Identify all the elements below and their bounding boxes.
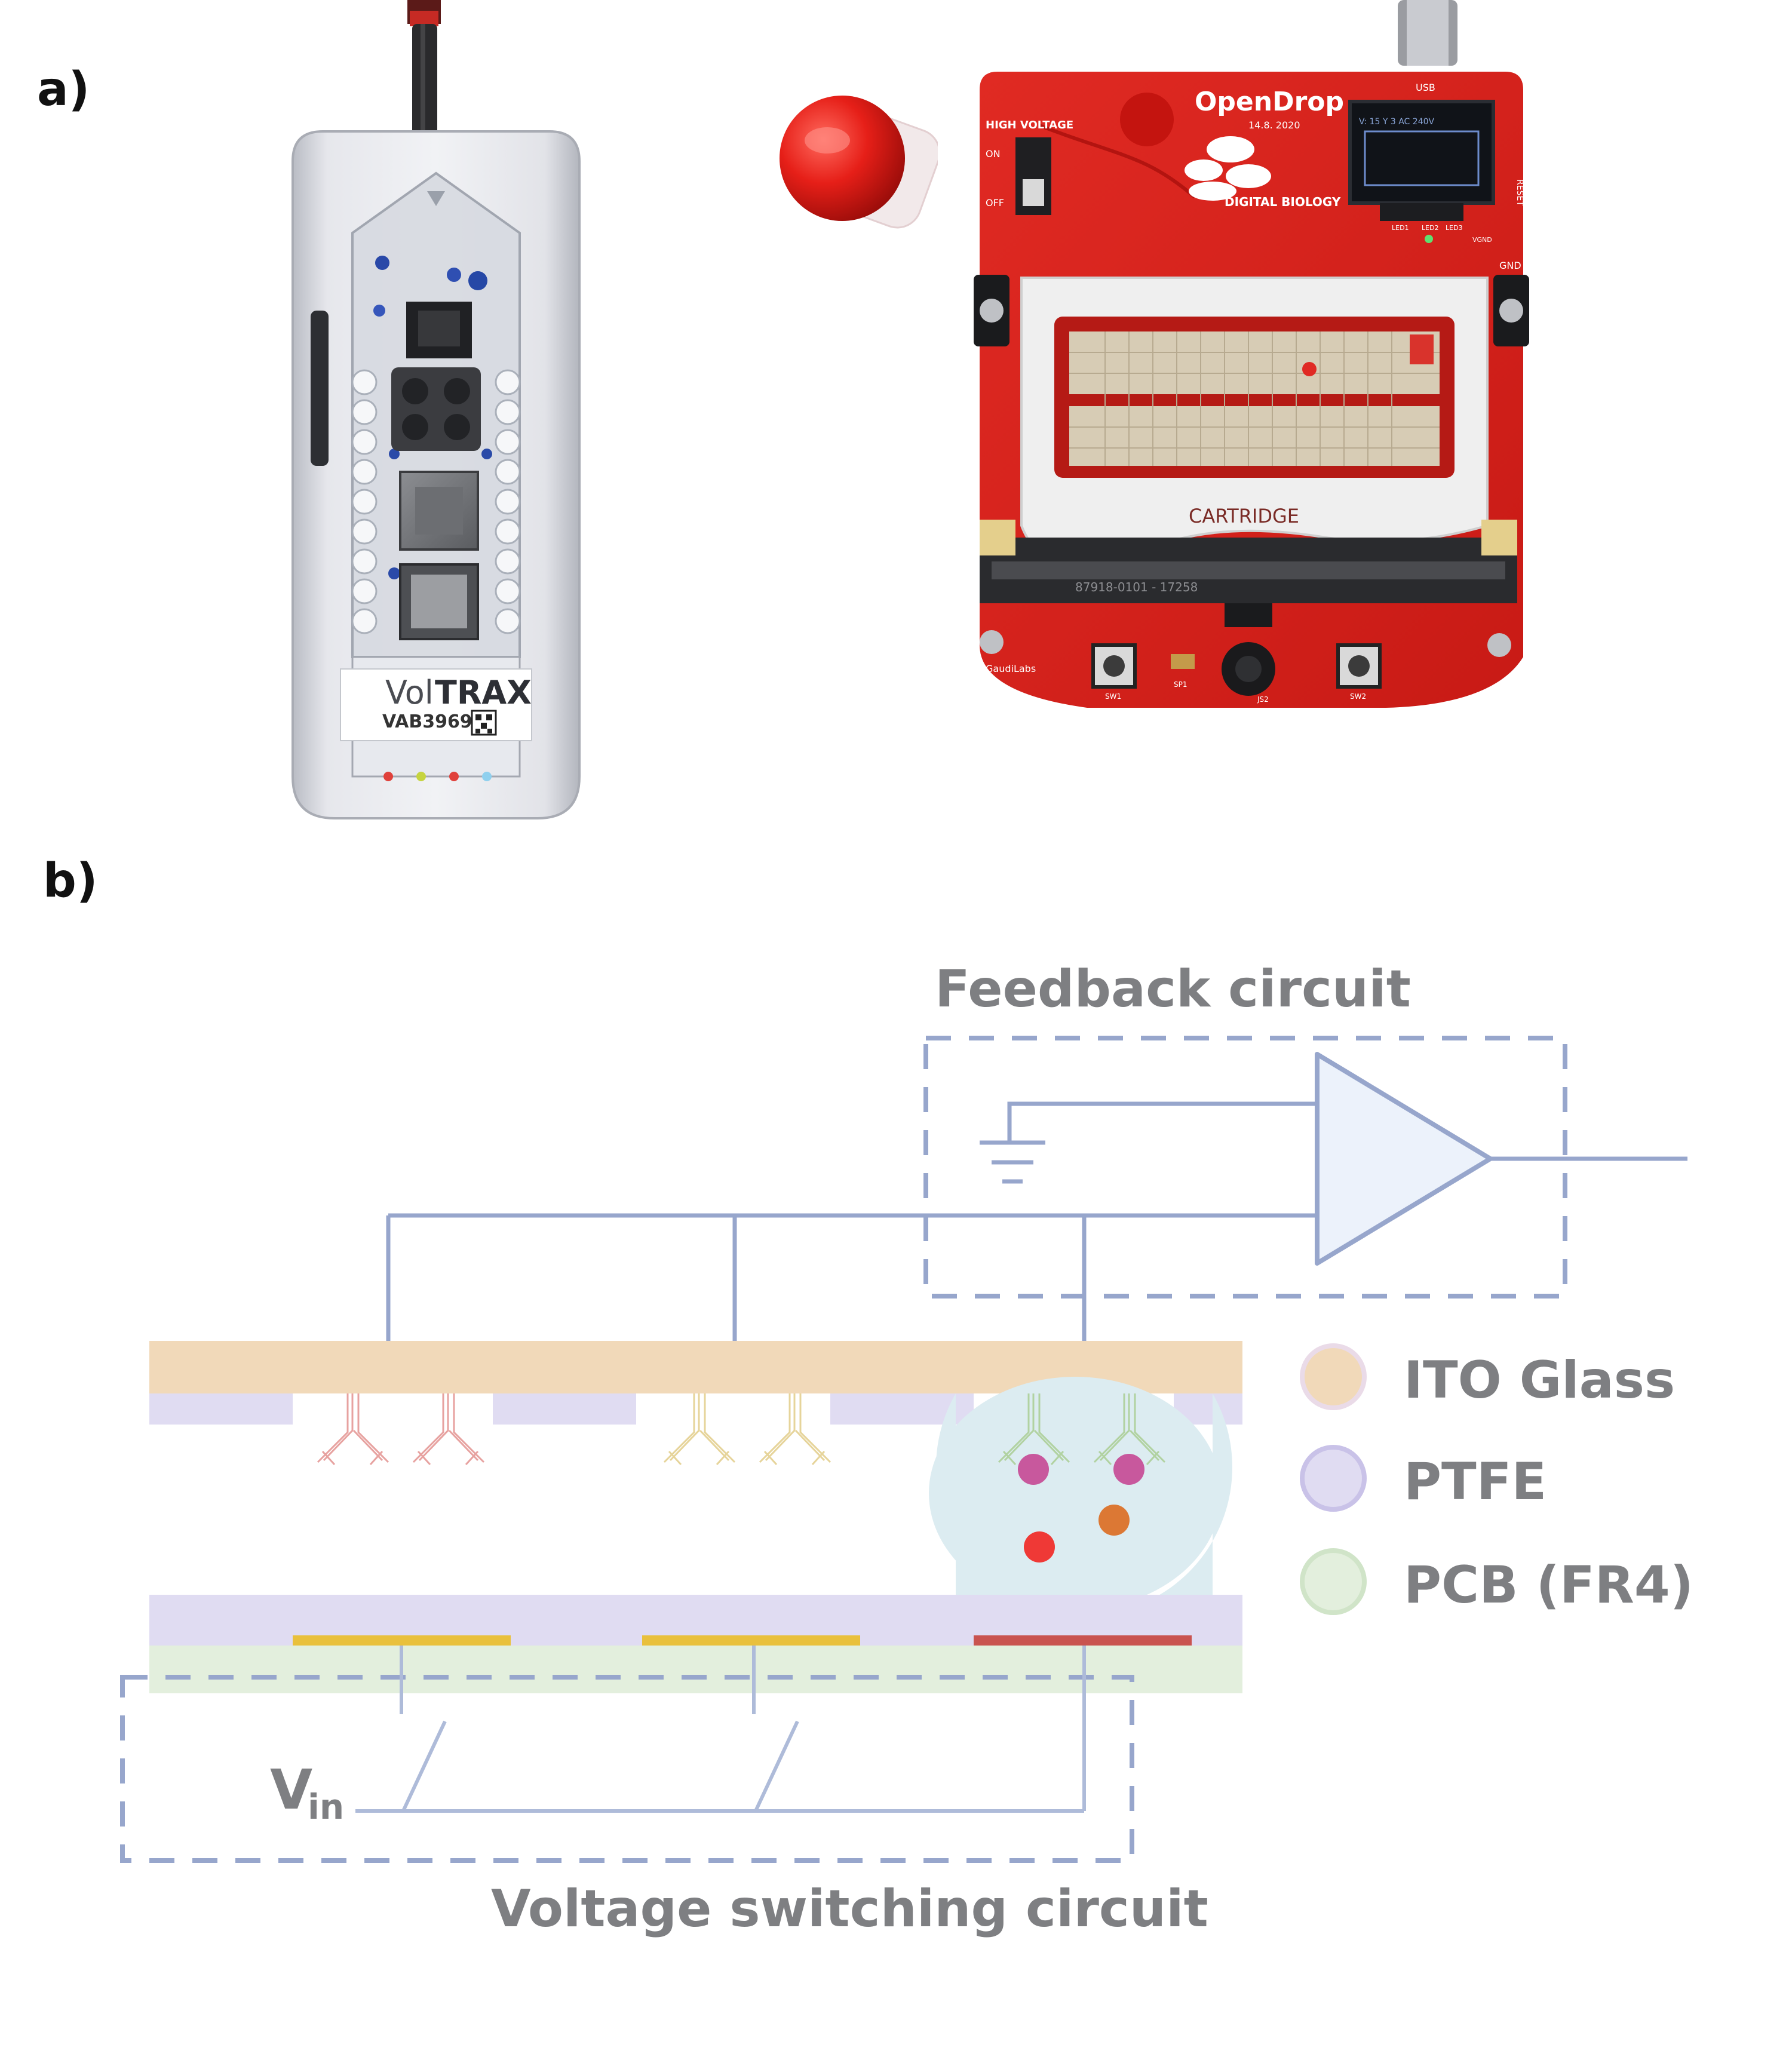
opendrop-company: DIGITAL BIOLOGY — [1225, 195, 1341, 209]
analyte-particle — [1018, 1454, 1049, 1485]
flower-logo-icon — [1185, 136, 1271, 201]
electrode-grid — [1069, 331, 1440, 466]
droplet — [936, 1393, 1232, 1616]
sw1-label: SW1 — [1105, 692, 1121, 701]
oled-readout: V: 15 Y 3 AC 240V — [1359, 117, 1435, 127]
voltrax-brand-suffix: TRAX — [435, 674, 532, 711]
electrode-2 — [642, 1635, 860, 1646]
pcb-layer — [149, 1646, 1242, 1693]
voltage-switching-label: Voltage switching circuit — [491, 1879, 1208, 1939]
usb-label: USB — [1416, 82, 1435, 93]
led2-label: LED2 — [1422, 224, 1439, 232]
antibody-yellow-icon — [663, 1393, 736, 1466]
js2-label: JS2 — [1257, 695, 1269, 704]
voltage-switching-box — [120, 1675, 1134, 1863]
legend-swatch-ito — [1300, 1343, 1367, 1410]
led3-label: LED3 — [1446, 224, 1463, 232]
legend: ITO Glass PTFE PCB (FR4) — [1300, 1343, 1693, 1615]
electrode-1 — [293, 1635, 511, 1646]
bead-particle — [1098, 1505, 1130, 1536]
status-led-yellow — [416, 772, 426, 781]
sw1-button[interactable] — [1091, 643, 1137, 689]
led1-label: LED1 — [1392, 224, 1409, 232]
vgnd-label: VGND — [1472, 236, 1492, 244]
droplet-dot — [1302, 362, 1317, 376]
feedback-circuit-box — [923, 1036, 1567, 1299]
oled-display — [1348, 100, 1495, 205]
analyte-particle — [1113, 1454, 1144, 1485]
qr-code-icon — [471, 710, 497, 736]
connector-code: 87918-0101 - 17258 — [1075, 580, 1198, 594]
sw2-label: SW2 — [1350, 692, 1366, 701]
opendrop-version: 14.8. 2020 — [1248, 119, 1300, 131]
vin-label: V — [270, 1758, 312, 1822]
legend-swatch-ptfe — [1300, 1445, 1367, 1512]
ptfe-top-segment — [149, 1393, 293, 1425]
ground-wire — [1007, 1101, 1317, 1143]
voltrax-serial: VAB39697 — [382, 711, 485, 732]
voltrax-device-image: Vol TRAX VAB39697 — [291, 0, 581, 819]
dmf-schematic: Feedback circuit — [120, 959, 1693, 1939]
switching-wires — [355, 1646, 1086, 1813]
legend-label-ptfe: PTFE — [1404, 1452, 1546, 1512]
ground-icon — [980, 1140, 1045, 1184]
legend-label-pcb: PCB (FR4) — [1404, 1555, 1693, 1615]
antibody-green-icon — [1093, 1393, 1166, 1466]
opendrop-board-image: OpenDrop 14.8. 2020 DIGITAL BIOLOGY HIGH… — [974, 0, 1529, 708]
maker-label: GaudiLabs — [986, 663, 1036, 674]
status-led-blue — [482, 772, 492, 781]
switch-on-label: ON — [986, 148, 1001, 159]
panel-b-label: b) — [43, 854, 98, 908]
legend-label-ito: ITO Glass — [1404, 1350, 1675, 1410]
ptfe-top-segment — [493, 1393, 636, 1425]
gnd-label: GND — [1499, 260, 1521, 271]
antibody-green-icon — [998, 1393, 1070, 1466]
status-led-red — [383, 772, 393, 781]
high-voltage-label: HIGH VOLTAGE — [986, 119, 1073, 131]
electrode-3-active — [974, 1635, 1192, 1646]
amplifier-icon — [1315, 1052, 1493, 1266]
voltrax-brand-prefix: Vol — [385, 674, 434, 711]
vin-subscript: in — [308, 1786, 344, 1827]
bead-particle — [1024, 1531, 1055, 1563]
sp1-label: SP1 — [1174, 680, 1187, 689]
opendrop-title: OpenDrop — [1195, 87, 1344, 117]
reagent-bottle-image — [780, 96, 938, 229]
antibody-red-icon — [317, 1393, 389, 1466]
cartridge-label: CARTRIDGE — [1189, 505, 1299, 527]
switch-off-label: OFF — [986, 197, 1004, 208]
antibody-yellow-icon — [759, 1393, 831, 1466]
legend-swatch-pcb — [1300, 1548, 1367, 1615]
reset-label: RESET — [1515, 179, 1524, 206]
status-led-red-2 — [449, 772, 459, 781]
panel-a-label: a) — [37, 63, 90, 116]
antibody-red-icon — [412, 1393, 485, 1466]
feedback-circuit-label: Feedback circuit — [935, 959, 1411, 1019]
